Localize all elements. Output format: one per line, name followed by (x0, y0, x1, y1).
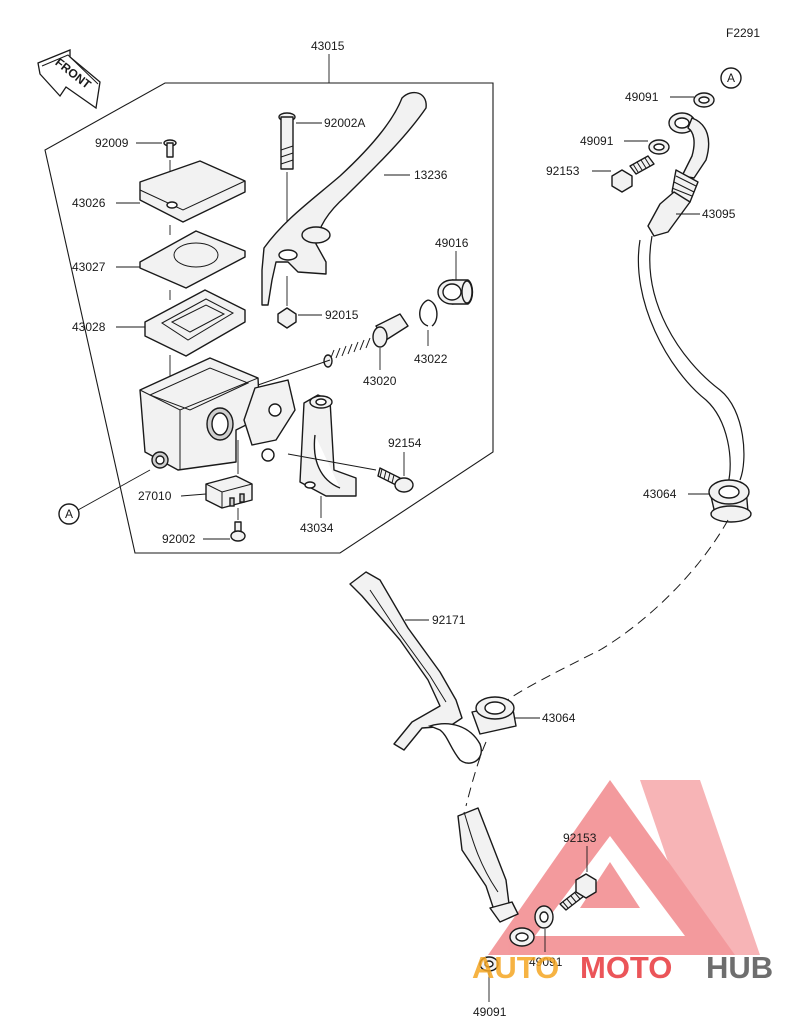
label-92015: 92015 (325, 308, 359, 322)
brake-switch (205, 440, 253, 509)
label-49091-c: 49091 (529, 955, 563, 969)
watermark-moto: MOTO (580, 950, 672, 985)
clamp-bolt (377, 452, 414, 493)
label-92009: 92009 (95, 136, 129, 150)
assembly-frame (44, 82, 494, 554)
diaphragm-plate (144, 289, 246, 357)
switch-screw (230, 508, 246, 542)
banjo-bolt-bottom (559, 873, 597, 911)
label-43028: 43028 (72, 320, 106, 334)
part-labels: 43015 92009 43026 43027 43028 92002A 132… (72, 39, 736, 1019)
washer-top-1 (693, 92, 715, 108)
ref-marker-a-left: A (58, 503, 80, 525)
banjo-bolt-top (611, 155, 655, 193)
label-43020: 43020 (363, 374, 397, 388)
label-92153-bottom: 92153 (563, 831, 597, 845)
label-49091-d: 49091 (473, 1005, 507, 1019)
label-92002a: 92002A (324, 116, 365, 130)
label-92153-top: 92153 (546, 164, 580, 178)
label-43034: 43034 (300, 521, 334, 535)
front-arrow (37, 49, 101, 110)
pivot-bolt (278, 112, 296, 250)
label-43064-bottom: 43064 (542, 711, 576, 725)
brake-lever (261, 91, 427, 306)
diaphragm (139, 230, 246, 289)
grommet-lower (471, 696, 517, 735)
circlip (419, 299, 438, 346)
brake-hose-bottom (457, 741, 519, 923)
ref-marker-a-top: A (720, 67, 742, 89)
grommet-upper (708, 479, 752, 523)
leader-lines (116, 54, 709, 1002)
label-43022: 43022 (414, 352, 448, 366)
watermark-auto: AUTO (472, 950, 559, 985)
dust-boot (437, 279, 474, 305)
label-43026: 43026 (72, 196, 106, 210)
ref-marker-a-left-label: A (65, 507, 73, 521)
washer-top-2 (648, 139, 670, 155)
label-43064-top: 43064 (643, 487, 677, 501)
label-92171: 92171 (432, 613, 466, 627)
washer-bottom-2 (479, 956, 499, 972)
label-43095: 43095 (702, 207, 736, 221)
label-49091-a: 49091 (625, 90, 659, 104)
watermark-hub: HUB (706, 950, 773, 985)
figure-code: F2291 (726, 26, 760, 40)
hose-route-dashed (499, 519, 729, 706)
label-13236: 13236 (414, 168, 448, 182)
clamp-holder (299, 394, 357, 518)
brake-hose-top (637, 169, 745, 485)
banjo-fitting-top (668, 112, 710, 179)
label-49016: 49016 (435, 236, 469, 250)
label-92154: 92154 (388, 436, 422, 450)
ref-marker-a-top-label: A (727, 71, 735, 85)
reservoir-cap (139, 160, 246, 223)
master-cylinder-body (139, 357, 296, 471)
label-27010: 27010 (138, 489, 172, 503)
lever-nut (277, 276, 297, 329)
piston-kit (323, 313, 409, 370)
label-49091-b: 49091 (580, 134, 614, 148)
label-43027: 43027 (72, 260, 106, 274)
label-43015: 43015 (311, 39, 345, 53)
banjo-fitting-bottom (509, 927, 535, 947)
hose-bracket (349, 571, 482, 764)
watermark-logo (488, 780, 760, 955)
washer-bottom-1 (534, 905, 554, 929)
watermark-text: AUTO MOTO HUB (472, 950, 773, 985)
label-92002: 92002 (162, 532, 196, 546)
